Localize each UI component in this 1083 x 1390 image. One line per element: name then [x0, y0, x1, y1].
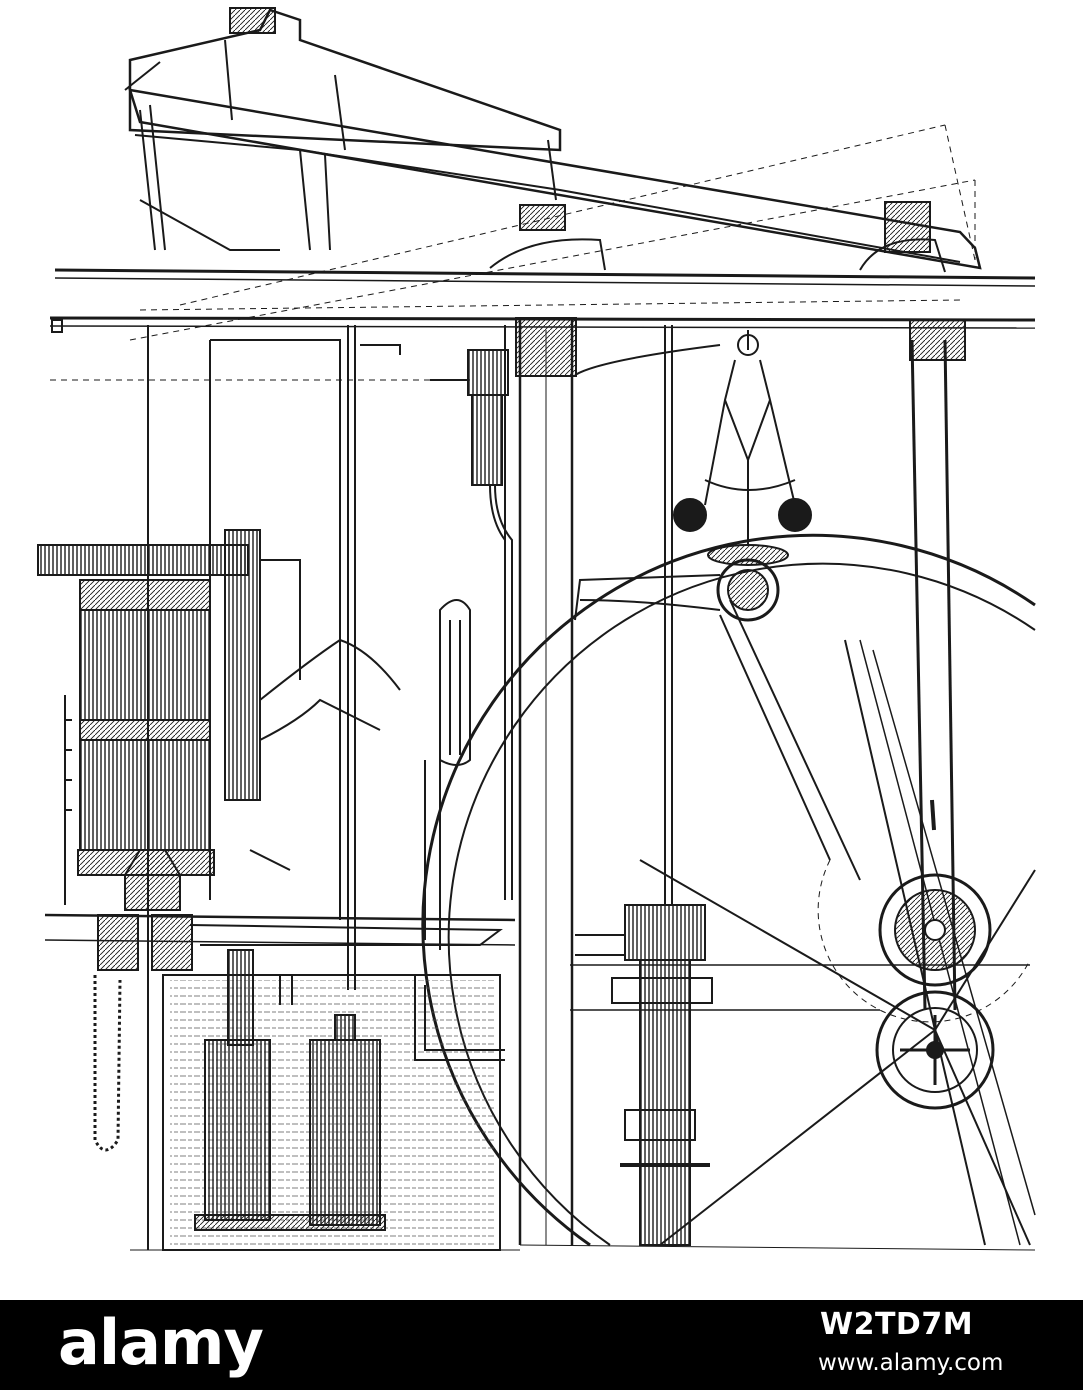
floor-lines: [130, 1244, 1036, 1251]
alamy-logo: alamy: [58, 1306, 264, 1379]
sun-planet-gears: [875, 873, 995, 1110]
air-pump: [575, 904, 710, 1246]
condenser-platform: [44, 913, 516, 1251]
central-column: [515, 317, 577, 1245]
steam-engine-engraving-icon: [37, 7, 1036, 1251]
watermark-bar: alamy W2TD7M www.alamy.com: [0, 1300, 1083, 1390]
stock-site-url[interactable]: www.alamy.com: [818, 1350, 1004, 1376]
watermark-bar-background: [0, 1300, 1083, 1390]
engraving-illustration: [37, 7, 1036, 1251]
stock-image-id: W2TD7M: [820, 1307, 974, 1342]
connecting-rod: [909, 319, 966, 1011]
valve-chest: [430, 349, 513, 900]
gauge-tube: [424, 599, 471, 950]
engine-linework: [37, 7, 1036, 1251]
hanging-chain: [93, 975, 122, 1152]
rocking-beam: [124, 7, 982, 273]
construction-lines: [50, 124, 1031, 1023]
steam-cylinder: [37, 529, 401, 911]
centrifugal-governor: [574, 330, 861, 881]
